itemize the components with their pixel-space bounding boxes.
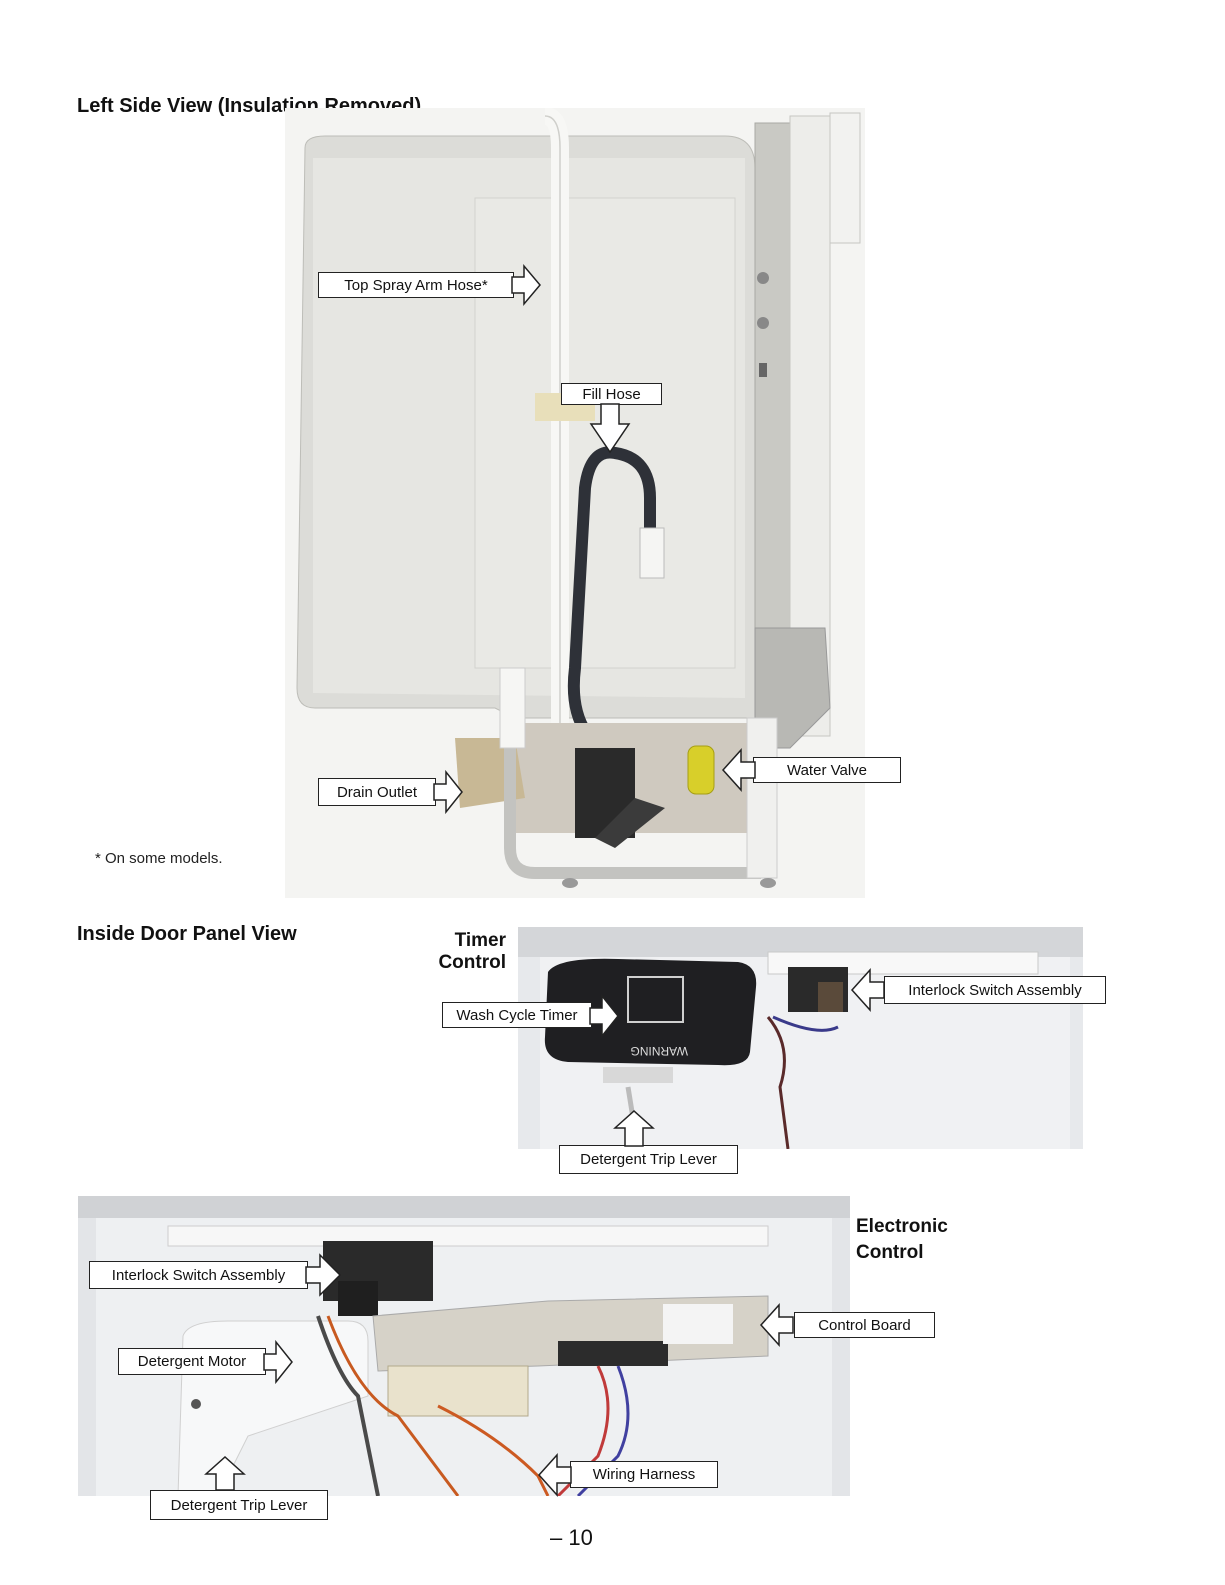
interlock-switch-assembly-callout-timer: Interlock Switch Assembly: [884, 976, 1106, 1004]
water-valve-arrow: [721, 748, 756, 792]
wiring-harness-arrow: [537, 1453, 572, 1497]
inside-door-panel-view-title: Inside Door Panel View: [77, 923, 297, 945]
timer-control-photo: WARNING: [518, 927, 1083, 1149]
wash-cycle-timer-arrow: [589, 993, 619, 1039]
electronic-control-photo: [78, 1196, 850, 1496]
detergent-trip-lever-arrow-electronic: [204, 1455, 246, 1491]
detergent-motor-arrow: [263, 1339, 293, 1385]
electronic-control-line1: Electronic: [856, 1216, 948, 1237]
drain-outlet-callout: Drain Outlet: [318, 778, 436, 806]
water-valve-callout: Water Valve: [753, 757, 901, 783]
footnote: * On some models.: [95, 850, 223, 867]
electronic-control-line2: Control: [856, 1242, 924, 1263]
drain-outlet-arrow: [433, 769, 463, 815]
timer-control-label: Timer Control: [436, 930, 506, 974]
page-number: – 10: [550, 1525, 593, 1550]
detergent-trip-lever-callout-timer: Detergent Trip Lever: [559, 1145, 738, 1174]
timer-warning-text: WARNING: [630, 1044, 688, 1058]
top-spray-arm-hose-callout: Top Spray Arm Hose*: [318, 272, 514, 298]
control-board-callout: Control Board: [794, 1312, 935, 1338]
electronic-control-label: Electronic Control: [856, 1214, 948, 1266]
interlock-switch-assembly-callout-electronic: Interlock Switch Assembly: [89, 1261, 308, 1289]
interlock-switch-assembly-arrow-electronic: [305, 1253, 342, 1297]
timer-control-line1: Timer: [454, 930, 506, 951]
detergent-trip-lever-callout-electronic: Detergent Trip Lever: [150, 1490, 328, 1520]
top-spray-arm-hose-arrow: [511, 263, 541, 307]
wiring-harness-callout: Wiring Harness: [570, 1461, 718, 1488]
fill-hose-callout: Fill Hose: [561, 383, 662, 405]
detergent-motor-callout: Detergent Motor: [118, 1348, 266, 1375]
interlock-switch-assembly-arrow-timer: [850, 968, 885, 1012]
fill-hose-arrow: [589, 403, 631, 454]
timer-control-line2: Control: [438, 952, 506, 973]
wash-cycle-timer-callout: Wash Cycle Timer: [442, 1002, 592, 1028]
detergent-trip-lever-arrow-timer: [613, 1109, 655, 1147]
control-board-arrow: [759, 1303, 794, 1347]
